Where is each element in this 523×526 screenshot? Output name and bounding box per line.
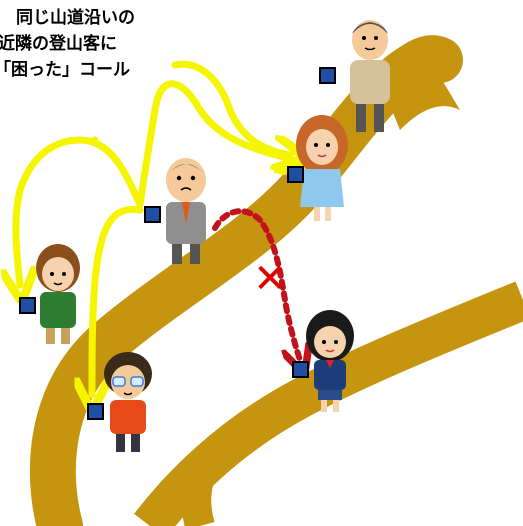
figure-boy-green xyxy=(36,244,80,344)
caption-line-2: 近隣の登山客に xyxy=(0,34,117,54)
device-icon-old-man xyxy=(319,67,336,84)
device-icons xyxy=(19,67,336,420)
trail-main xyxy=(29,35,523,526)
figure-businessman xyxy=(166,158,206,264)
arrow-caption-to-woman xyxy=(171,60,290,155)
figure-woman-orange-hair xyxy=(296,115,348,221)
blocked-path: ✕ xyxy=(212,208,300,360)
arrow-woman-to-businessman xyxy=(136,80,295,209)
reachable-arrows xyxy=(16,60,295,395)
device-icon-boy xyxy=(19,297,36,314)
figure-man-glasses xyxy=(104,352,152,452)
figure-old-man xyxy=(350,20,390,132)
device-icon-girl xyxy=(292,361,309,378)
caption-line-1: 同じ山道沿いの xyxy=(16,8,135,28)
caption: 同じ山道沿いの 近隣の登山客に 「困った」コール xyxy=(0,0,200,110)
blocked-x-mark: ✕ xyxy=(253,256,287,302)
device-icon-glasses-man xyxy=(87,403,104,420)
arrow-businessman-to-boy xyxy=(16,136,144,285)
device-icon-woman xyxy=(287,166,304,183)
trail-upper-end xyxy=(380,59,460,130)
arrow-businessman-to-glasses xyxy=(92,205,144,395)
trail-fork xyxy=(181,427,239,526)
device-icon-businessman xyxy=(144,206,161,223)
figure-girl-school-uniform xyxy=(306,310,354,412)
arrow-blocked xyxy=(212,208,300,360)
caption-line-3: 「困った」コール xyxy=(0,60,130,80)
